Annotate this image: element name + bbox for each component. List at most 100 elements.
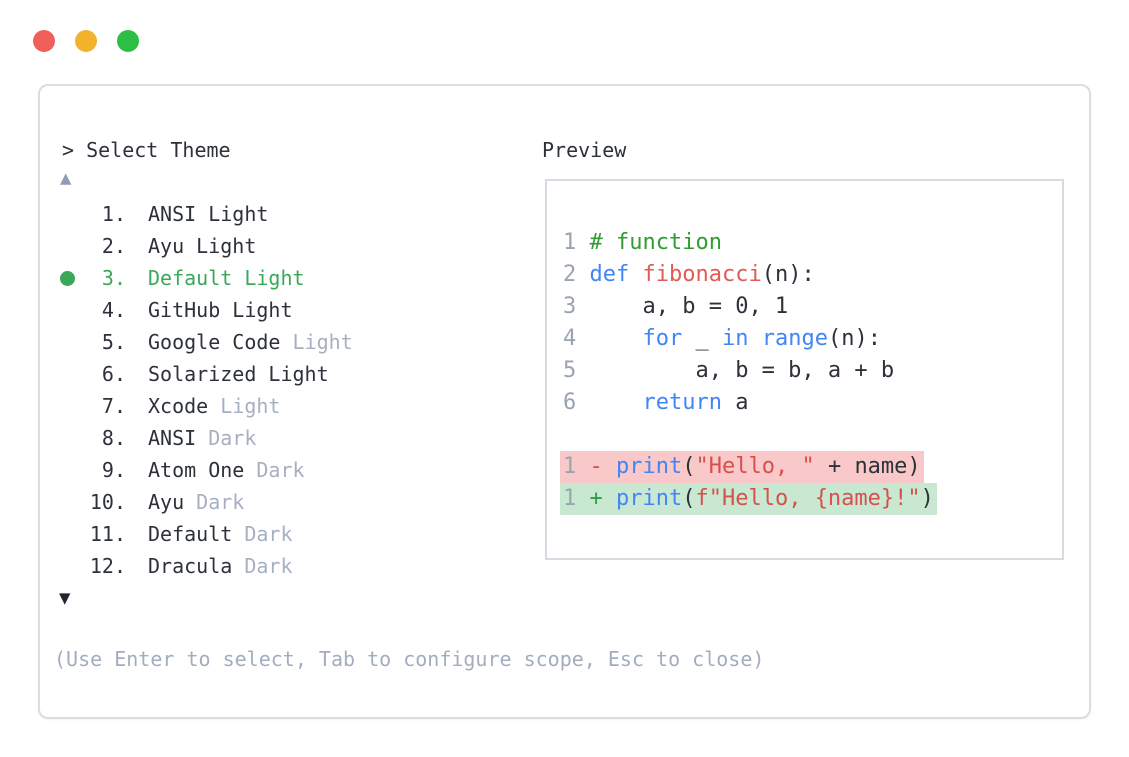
- theme-item-ayu-light[interactable]: 2. Ayu Light: [40, 230, 520, 262]
- theme-item-suffix: Dark: [184, 490, 245, 514]
- theme-item-ansi-light[interactable]: 1. ANSI Light: [40, 198, 520, 230]
- code-token-ln: 1: [563, 230, 590, 255]
- theme-item-default-light[interactable]: 3. Default Light: [40, 262, 520, 294]
- diff-line-removed: 1 - print("Hello, " + name): [560, 451, 937, 483]
- theme-item-label: ANSI Light: [148, 202, 269, 226]
- code-token-string: "Hello, ": [695, 454, 815, 479]
- theme-item-label: ANSI Dark: [148, 426, 257, 450]
- theme-item-suffix: Dark: [232, 554, 293, 578]
- code-token-text: a: [721, 390, 749, 415]
- code-line: 1 # function: [563, 227, 937, 259]
- code-token-comment: # function: [589, 230, 722, 255]
- code-token-string: f"Hello, {name}!": [695, 486, 921, 511]
- theme-item-label: Default Dark: [148, 522, 293, 546]
- theme-item-ansi-dark[interactable]: 8.ANSI Dark: [40, 422, 520, 454]
- diff-highlight-added: 1 + print(f"Hello, {name}!"): [560, 483, 937, 515]
- theme-item-suffix: Light: [208, 394, 281, 418]
- scroll-up-icon[interactable]: ▲: [60, 167, 72, 189]
- selected-indicator-dot: [60, 270, 76, 286]
- theme-item-suffix: Dark: [244, 458, 305, 482]
- theme-item-number: 10.: [89, 490, 126, 514]
- theme-item-number: 2.: [101, 234, 126, 258]
- theme-item-label: Default Light: [148, 266, 305, 290]
- theme-item-suffix: Dark: [196, 426, 257, 450]
- code-token-keyword: def: [589, 262, 630, 287]
- code-token-text: (n):: [761, 262, 815, 287]
- code-token-keyword: range: [761, 326, 828, 351]
- code-line: 4 for _ in range(n):: [563, 323, 937, 355]
- theme-item-ayu-dark[interactable]: 10. Ayu Dark: [40, 486, 520, 518]
- theme-item-solarized-light[interactable]: 6. Solarized Light: [40, 358, 520, 390]
- diff-highlight-removed: 1 - print("Hello, " + name): [560, 451, 924, 483]
- code-token-keyword: return: [642, 390, 722, 415]
- code-token-text: (n):: [827, 326, 881, 351]
- theme-item-label: Ayu Dark: [148, 490, 245, 514]
- theme-item-number: 5.: [101, 330, 126, 354]
- theme-item-number: 6.: [101, 362, 126, 386]
- theme-item-suffix: Light: [280, 330, 353, 354]
- window-controls: [33, 30, 139, 52]
- code-token-text: [629, 262, 642, 287]
- theme-list: 1. ANSI Light 2. Ayu Light 3. Default Light 4.…: [40, 198, 520, 582]
- code-token-ln: 3: [563, 294, 590, 319]
- theme-item-label: Ayu Light: [148, 234, 257, 258]
- minimize-button[interactable]: [75, 30, 97, 52]
- code-token-keyword: print: [616, 454, 683, 479]
- code-token-text: ): [920, 486, 934, 511]
- code-line: 5 a, b = b, a + b: [563, 355, 937, 387]
- theme-item-github-light[interactable]: 4. GitHub Light: [40, 294, 520, 326]
- select-theme-prompt: > Select Theme: [62, 138, 231, 162]
- help-text: (Use Enter to select, Tab to configure s…: [54, 647, 765, 671]
- theme-item-number: 4.: [101, 298, 126, 322]
- code-token-text: a, b = 0, 1: [589, 294, 789, 319]
- preview-title: Preview: [542, 138, 627, 162]
- theme-item-number: 12.: [89, 554, 126, 578]
- code-token-removed: -: [589, 454, 616, 479]
- maximize-button[interactable]: [117, 30, 139, 52]
- theme-item-number: 9.: [101, 458, 126, 482]
- code-token-text: _: [682, 326, 722, 351]
- scroll-down-icon[interactable]: ▼: [59, 587, 71, 609]
- code-token-keyword: for: [642, 326, 683, 351]
- code-token-ln: 6: [563, 390, 590, 415]
- theme-item-atom-one-dark[interactable]: 9. Atom One Dark: [40, 454, 520, 486]
- theme-item-label: Atom One Dark: [148, 458, 305, 482]
- theme-item-google-code-light[interactable]: 5.Google Code Light: [40, 326, 520, 358]
- code-token-ln: 1: [563, 454, 590, 479]
- theme-item-label: GitHub Light: [148, 298, 293, 322]
- code-token-added: +: [589, 486, 616, 511]
- theme-item-suffix: Dark: [232, 522, 293, 546]
- code-token-text: [590, 390, 643, 415]
- diff-line-added: 1 + print(f"Hello, {name}!"): [560, 483, 937, 515]
- theme-item-dracula-dark[interactable]: 12.Dracula Dark: [40, 550, 520, 582]
- code-token-ln: 5: [563, 358, 590, 383]
- code-token-ln: 2: [563, 262, 590, 287]
- code-token-text: (: [682, 486, 696, 511]
- theme-item-number: 3.: [101, 266, 126, 290]
- code-token-keyword: print: [616, 486, 683, 511]
- theme-item-xcode-light[interactable]: 7. Xcode Light: [40, 390, 520, 422]
- close-button[interactable]: [33, 30, 55, 52]
- code-token-keyword: in: [721, 326, 749, 351]
- code-token-function: fibonacci: [642, 262, 762, 287]
- code-token-text: + name): [814, 454, 921, 479]
- theme-selector-panel: > Select Theme ▲ 1. ANSI Light 2. Ayu Light…: [38, 84, 1091, 719]
- code-token-text: [748, 326, 761, 351]
- code-token-text: [590, 326, 643, 351]
- theme-item-number: 1.: [101, 202, 126, 226]
- theme-item-label: Xcode Light: [148, 394, 281, 418]
- theme-item-number: 7.: [101, 394, 126, 418]
- green-dot-icon: [60, 270, 75, 286]
- code-token-ln: 1: [563, 486, 590, 511]
- code-token-text: (: [682, 454, 696, 479]
- theme-item-default-dark[interactable]: 11. Default Dark: [40, 518, 520, 550]
- code-line: 2 def fibonacci(n):: [563, 259, 937, 291]
- code-token-ln: 4: [563, 326, 590, 351]
- code-token-text: a, b = b, a + b: [589, 358, 895, 383]
- theme-item-number: 11.: [89, 522, 126, 546]
- theme-item-label: Solarized Light: [148, 362, 329, 386]
- code-line: 3 a, b = 0, 1: [563, 291, 937, 323]
